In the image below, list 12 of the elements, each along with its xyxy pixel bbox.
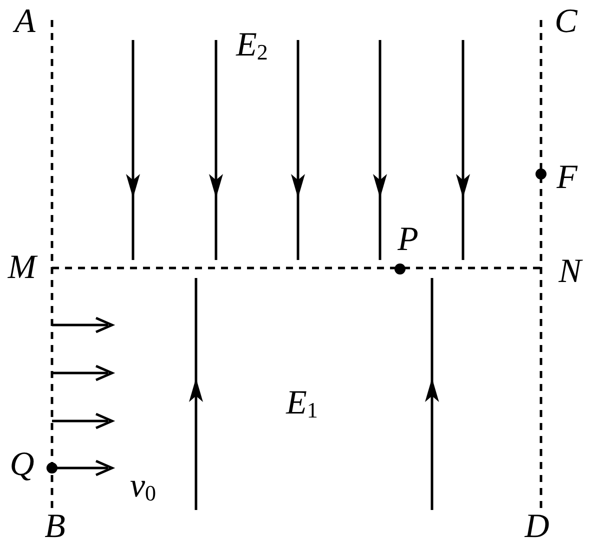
point-label: P xyxy=(398,223,418,257)
point-label: E$_{2}$ xyxy=(236,28,268,64)
point-label: M xyxy=(8,251,36,285)
point-label: Q xyxy=(10,448,34,482)
point-label: D xyxy=(524,510,550,544)
point-label: E$_{1}$ xyxy=(286,386,318,422)
point-label: A xyxy=(14,5,36,39)
point-label: F xyxy=(556,161,578,195)
point-label: N xyxy=(558,255,582,289)
point-label: C xyxy=(554,5,578,39)
point-label: v$_{0}$ xyxy=(130,470,156,504)
point-label: B xyxy=(44,510,66,544)
